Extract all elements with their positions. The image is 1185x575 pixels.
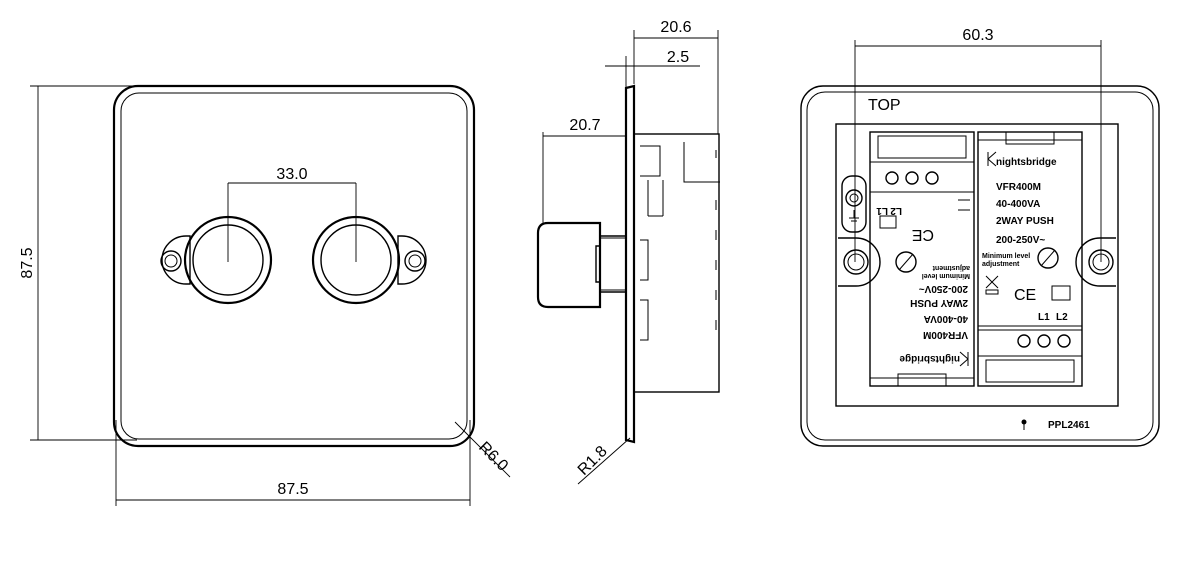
centres-dimension: 33.0 [227,166,357,262]
rear-frame [835,123,1119,407]
left-model: VFR400M [923,329,968,340]
knob-projection-dimension: 20.7 [542,117,626,223]
part-number-group: PPL2461 [1021,419,1090,431]
front-view: 33.0 87.5 87.5 R6.0 [19,84,511,506]
side-plate [624,84,636,444]
right-ce-mark: CE [1014,287,1036,304]
fixing-centres-text: 60.3 [962,27,993,44]
part-number: PPL2461 [1048,420,1090,431]
edge-radius-dimension: R1.8 [575,437,631,485]
dimmer-module-right: nightsbridge VFR400M 40-400VA 2WAY PUSH … [977,131,1083,387]
front-plate-outer [112,84,476,448]
height-dim-text: 87.5 [19,247,36,278]
edge-radius-text: R1.8 [575,443,611,479]
corner-radius-dimension: R6.0 [454,421,511,478]
right-terminal-l2: L2 [1056,312,1068,323]
fixing-centres-dimension: 60.3 [854,27,1102,262]
width-dim-text: 87.5 [277,481,308,498]
fixing-hole-left [838,237,881,287]
right-model: VFR400M [996,182,1041,193]
rear-plate-inner [806,91,1154,441]
knob-projection-text: 20.7 [569,117,600,134]
centres-dim-text: 33.0 [276,166,307,183]
corner-radius-text: R6.0 [475,439,511,475]
right-brand: nightsbridge [996,157,1057,168]
left-brand: nightsbridge [899,353,960,364]
right-function: 2WAY PUSH [996,216,1054,227]
left-ce-mark: CE [912,226,934,243]
right-terminal-l1: L1 [1038,312,1050,323]
left-terminal-l1: L1 [876,205,888,216]
plate-thickness-dimension: 2.5 [605,49,700,88]
right-min-level-2: adjustment [982,261,1020,268]
rear-view: TOP 60.3 [800,27,1160,447]
width-dimension: 87.5 [115,420,471,506]
right-voltage: 200-250V~ [996,235,1045,246]
front-plate-inner [120,92,468,440]
dimmer-module-left: L1 L2 CE Minimum level adjustment 200-25… [869,131,975,387]
side-view: 20.6 2.5 20.7 R1.8 [536,19,720,485]
earth-terminal [841,175,867,233]
fixing-hole-right [1075,237,1116,287]
left-voltage: 200-250V~ [919,283,968,294]
overall-depth-text: 20.6 [660,19,691,36]
left-rating: 40-400VA [924,313,968,324]
height-dimension: 87.5 [19,85,137,441]
side-mechanism [633,133,720,393]
dimmer-button-left [160,215,273,305]
rear-plate-outer [800,85,1160,447]
right-min-level-1: Minimum level [982,253,1030,260]
left-min-level-1: Minimum level [922,272,970,279]
left-function: 2WAY PUSH [910,297,968,308]
dimmer-button-right [311,215,427,305]
left-min-level-2: adjustment [932,264,970,271]
overall-depth-dimension: 20.6 [633,19,719,134]
right-rating: 40-400VA [996,199,1040,210]
left-terminal-l2: L2 [890,205,902,216]
plate-thickness-text: 2.5 [667,49,689,66]
side-knob [599,235,627,293]
top-label: TOP [868,97,901,114]
